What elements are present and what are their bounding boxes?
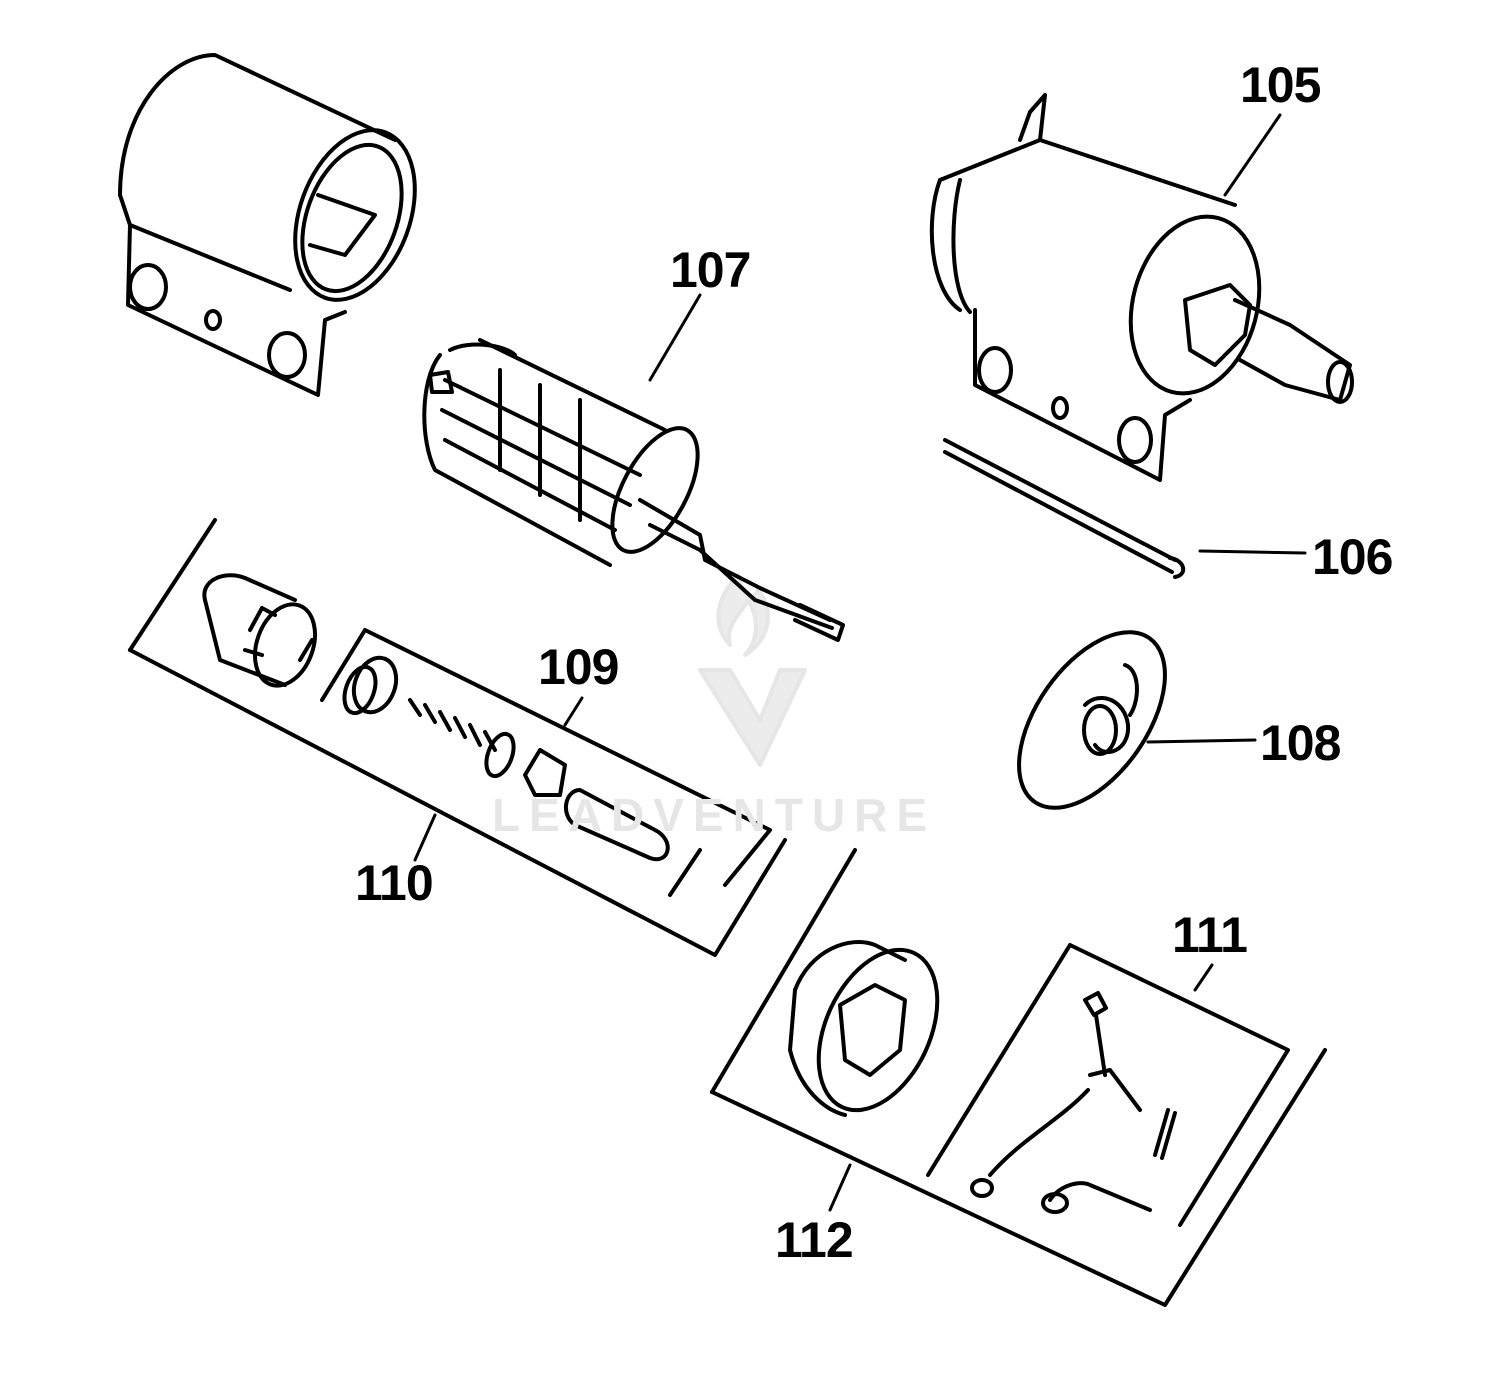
callout-107: 107 [670,242,751,298]
commutator-end-plate [1017,630,1167,810]
frame-housing [118,53,417,397]
leader-108 [1146,738,1257,744]
starter-motor-assembly [929,93,1354,482]
leader-105 [1223,113,1282,197]
brush-parts [970,991,1177,1214]
leader-107 [648,293,702,382]
callout-110: 110 [355,855,434,911]
watermark-text: LEADVENTURE [492,789,937,841]
callout-106: 106 [1312,529,1393,585]
brush-holder [788,940,940,1117]
flame-v-logo-icon [698,573,807,767]
callout-111: 111 [1172,907,1248,963]
leader-110 [413,813,437,862]
armature [422,338,845,642]
drive-parts [342,655,670,862]
drive-parts-kit-box [320,628,772,897]
leader-112 [828,1163,852,1212]
leader-111 [1193,963,1214,992]
through-bolt [943,438,1186,579]
callout-108: 108 [1260,715,1341,771]
leader-109 [563,696,584,727]
brush-kit-box [926,943,1290,1227]
callout-109: 109 [538,639,619,695]
leader-106 [1198,549,1307,555]
drive-kit-outline [128,518,787,957]
leader-lines [413,113,1307,1212]
callout-112: 112 [775,1212,854,1268]
callout-105: 105 [1240,57,1321,113]
pinion-gear [202,573,317,688]
brush-kit-outline [710,848,1327,1307]
